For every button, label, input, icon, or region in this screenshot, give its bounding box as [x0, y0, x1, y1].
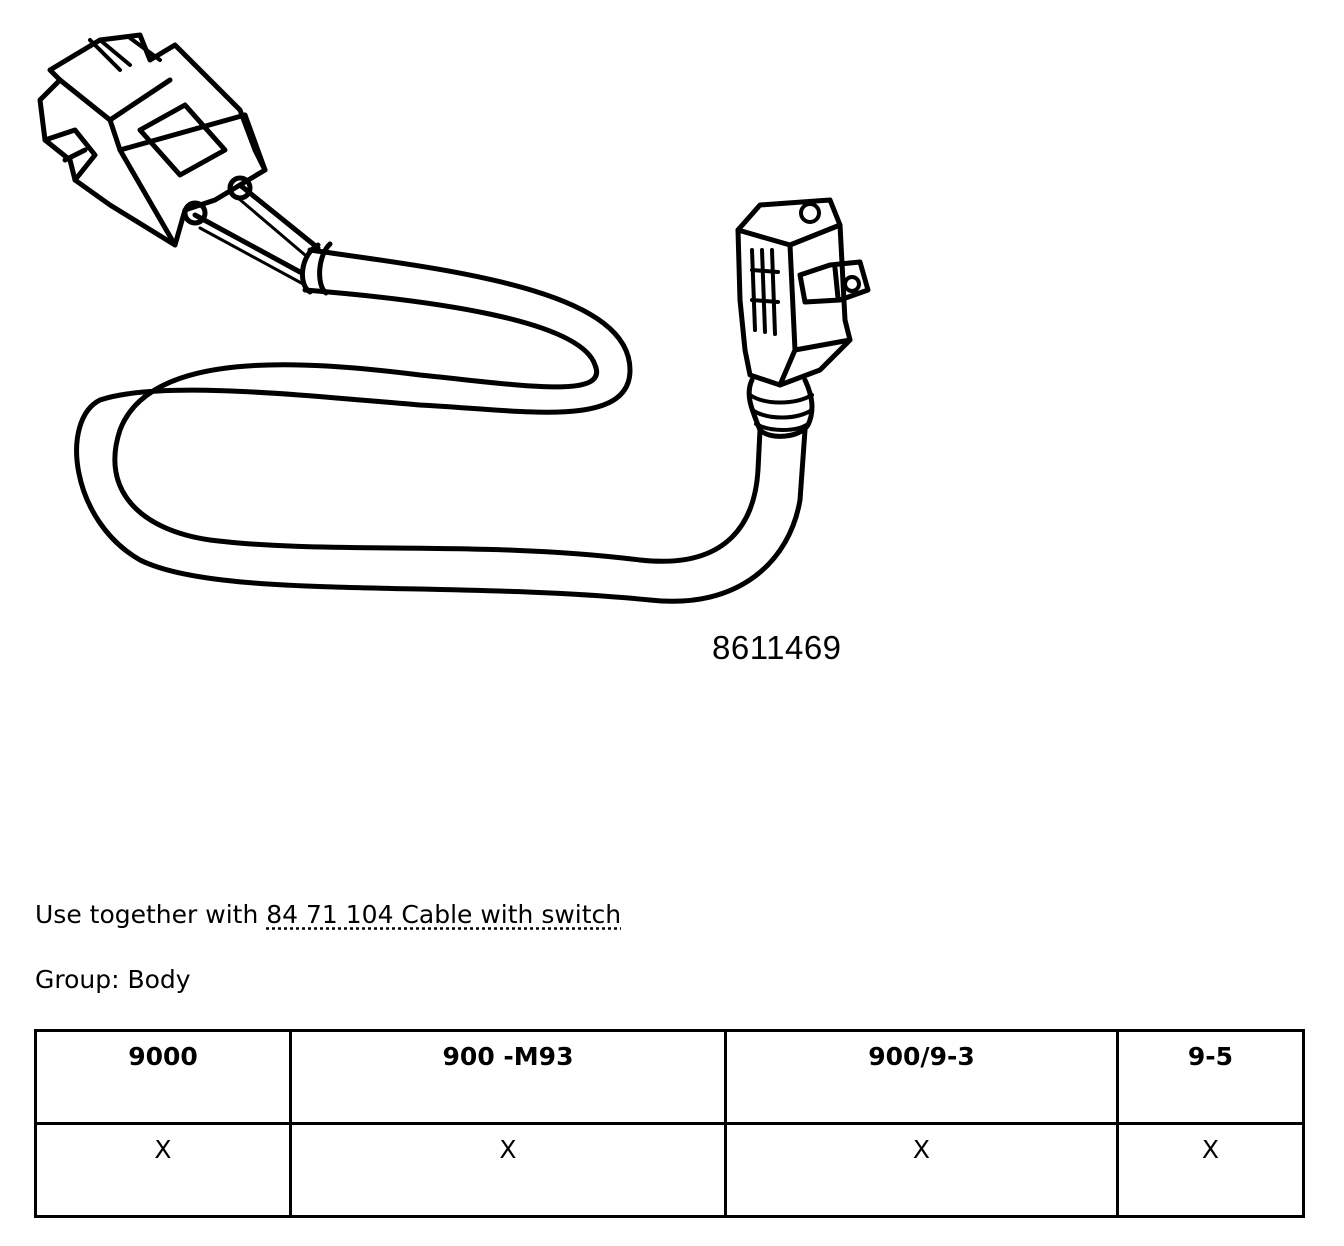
header-model-900-9-3: 900/9-3 — [724, 1029, 1119, 1125]
cell-model-9000: X — [34, 1122, 292, 1218]
group-label: Group: Body — [35, 965, 191, 994]
right-connector-screw — [799, 202, 821, 224]
cell-model-9-5: X — [1116, 1122, 1305, 1218]
cable-connector-illustration — [37, 32, 871, 604]
wire-top-inner — [236, 196, 307, 257]
cable-outline-outer — [74, 247, 808, 604]
left-connector-latch — [42, 127, 98, 183]
related-part-link[interactable]: 84 71 104 Cable with switch — [266, 900, 622, 929]
cell-model-900-9-3: X — [724, 1122, 1119, 1218]
wire-top — [237, 182, 321, 251]
boot-ring-3 — [754, 422, 810, 432]
table-header-row: 9000 900 -M93 900/9-3 9-5 — [34, 1029, 1305, 1125]
boot-ring-1 — [748, 393, 814, 405]
table-row: X X X X — [34, 1122, 1305, 1218]
header-model-9000: 9000 — [34, 1029, 292, 1125]
header-model-900-m93: 900 -M93 — [289, 1029, 727, 1125]
part-number-label: 8611469 — [712, 629, 842, 666]
cell-model-900-m93: X — [289, 1122, 727, 1218]
left-connector-window — [137, 102, 228, 178]
wire-end-top — [227, 175, 253, 201]
cable-sleeve — [299, 241, 333, 296]
model-compatibility-table: 9000 900 -M93 900/9-3 9-5 X X X X — [34, 1029, 1305, 1218]
usage-prefix: Use together with — [35, 900, 267, 929]
left-connector-ribs — [88, 36, 162, 72]
usage-note: Use together with 84 71 104 Cable with s… — [35, 898, 621, 932]
cable-outline-inner — [112, 287, 763, 564]
right-connector-pin — [843, 275, 861, 293]
right-connector-clip — [797, 259, 871, 305]
right-connector-boot — [746, 377, 815, 439]
left-connector-bottom-face — [117, 112, 268, 248]
right-connector-front-face — [735, 222, 853, 388]
right-connector-slots — [750, 248, 780, 336]
header-model-9-5: 9-5 — [1116, 1029, 1305, 1125]
boot-ring-2 — [750, 408, 814, 420]
right-connector-body — [735, 197, 853, 388]
wire-bottom-inner — [198, 226, 307, 287]
wire-bottom — [192, 212, 303, 275]
